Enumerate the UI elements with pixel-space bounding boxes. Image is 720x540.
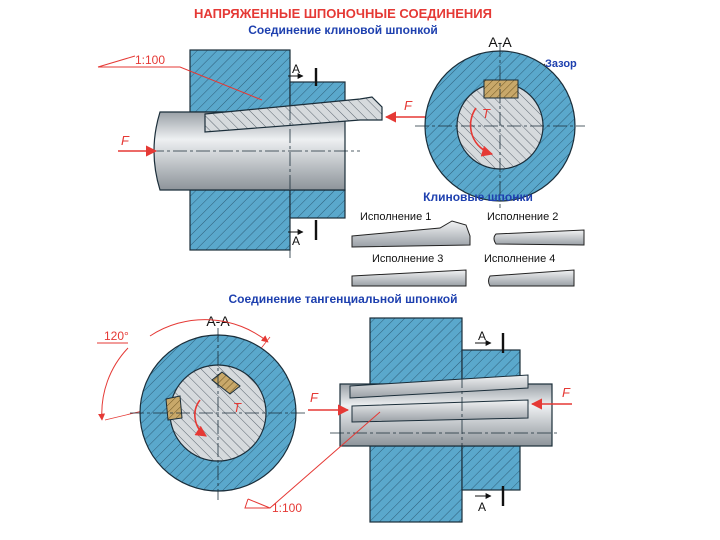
wedge-keys-heading: Клиновые шпонки <box>423 190 533 204</box>
tangential-force-right-label: F <box>562 385 571 400</box>
tangential-taper-leader <box>244 411 381 509</box>
tangential-force-left-label: F <box>310 390 319 405</box>
page-title: НАПРЯЖЕННЫЕ ШПОНОЧНЫЕ СОЕДИНЕНИЯ <box>194 6 492 21</box>
wedge-torque-arrow <box>469 107 494 157</box>
variant-label-3: Исполнение 3 <box>372 253 443 265</box>
variant-key-4 <box>488 269 575 287</box>
tangential-section-title: А-А <box>206 313 230 329</box>
wedge-force-right-label: F <box>404 98 413 113</box>
wedge-taper-label: 1:100 <box>135 53 165 67</box>
tangential-connection-view: А А F F 1:100 <box>244 317 572 523</box>
tangential-torque-label: T <box>233 400 242 415</box>
variant-label-4: Исполнение 4 <box>484 253 555 265</box>
variant-label-2: Исполнение 2 <box>487 211 558 223</box>
tangential-key-lower <box>351 399 529 423</box>
tangential-section-letter-top: А <box>478 329 486 343</box>
variant-key-1 <box>351 220 471 248</box>
wedge-force-left-label: F <box>121 133 130 148</box>
wedge-key <box>204 96 383 133</box>
tangential-key-upper <box>349 374 529 399</box>
variant-label-1: Исполнение 1 <box>360 211 431 223</box>
tangential-torque-arrow <box>194 399 207 437</box>
tangential-hub-bottom <box>369 445 463 523</box>
wedge-section-title: А-А <box>488 34 512 50</box>
wedge-taper-leader <box>97 55 263 101</box>
tangential-angle-label: 120° <box>104 329 129 343</box>
wedge-heading: Соединение клиновой шпонкой <box>248 23 438 37</box>
tangential-key-a <box>165 395 183 421</box>
wedge-keys-panel: Клиновые шпонки Исполнение 1 Исполнение … <box>351 190 585 287</box>
wedge-hub-boss-bottom <box>289 189 346 219</box>
variant-key-3 <box>351 269 467 287</box>
wedge-section-view: А-А Зазор T <box>415 34 585 208</box>
tangential-heading: Соединение тангенциальной шпонкой <box>228 292 457 306</box>
tangential-hub-boss-bottom <box>461 445 521 491</box>
tangential-angle-arc <box>98 347 129 421</box>
variant-key-2 <box>493 229 585 246</box>
wedge-hub-top <box>189 49 291 113</box>
wedge-torque-label: T <box>482 106 491 121</box>
wedge-gap-label: Зазор <box>545 58 577 70</box>
tangential-hub-top <box>369 317 463 385</box>
tangential-section-letter-bottom: А <box>478 500 486 514</box>
wedge-section-key <box>483 79 519 99</box>
tangential-taper-label: 1:100 <box>272 501 302 515</box>
wedge-section-letter-bottom: А <box>292 234 300 248</box>
wedge-hub-bottom <box>189 189 291 251</box>
wedge-section-letter-top: А <box>292 62 300 76</box>
wedge-connection-view: А А 1:100 F F <box>97 49 425 258</box>
tangential-section-view: А-А 120° T <box>97 313 306 500</box>
tangential-key-b <box>211 371 241 395</box>
